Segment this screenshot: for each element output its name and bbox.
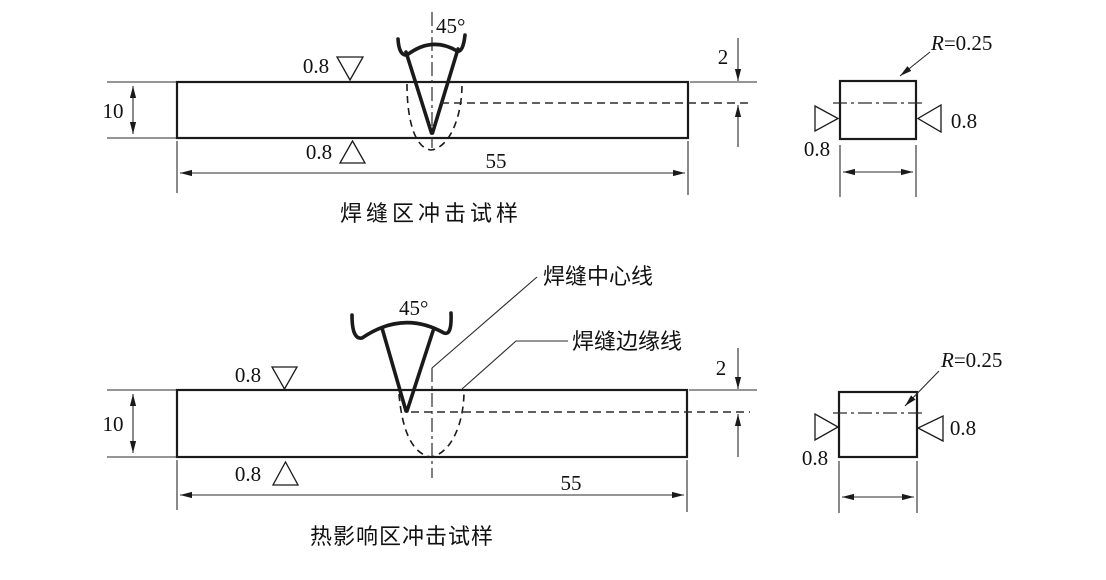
height-dimension-label: 10 (103, 412, 124, 436)
weld-bead-profile (406, 83, 463, 151)
roughness-left-label: 0.8 (802, 446, 828, 470)
roughness-left-triangle-icon (814, 104, 840, 133)
roughness-bottom-triangle-icon (271, 460, 300, 486)
notch-angle-label: 45° (436, 14, 465, 38)
radius-leader (899, 51, 931, 77)
height-extension-lines (107, 81, 176, 139)
height-dimension-label: 10 (103, 99, 124, 123)
roughness-right-triangle-icon (916, 103, 942, 134)
roughness-bottom-label: 0.8 (235, 462, 261, 486)
roughness-bottom-triangle-icon (338, 139, 367, 164)
roughness-right-triangle-icon (916, 414, 944, 443)
roughness-top-triangle-icon (270, 366, 299, 391)
weld-centerline-label: 焊缝中心线 (543, 264, 653, 289)
roughness-top-label: 0.8 (235, 363, 261, 387)
roughness-top-label: 0.8 (303, 54, 329, 78)
haz-cross-section: R=0.25 0.8 0.8 (802, 348, 1002, 513)
notch-angle-arc (396, 33, 467, 57)
radius-leader (904, 370, 940, 407)
section-square (838, 79, 918, 141)
section-width-extension-lines (839, 145, 917, 197)
radius-label: R=0.25 (940, 348, 1002, 372)
roughness-right-label: 0.8 (951, 109, 977, 133)
weld-edge-label: 焊缝边缘线 (572, 329, 682, 354)
roughness-right-label: 0.8 (950, 416, 976, 440)
section-square (837, 390, 919, 459)
height-extension-lines (107, 389, 176, 458)
length-dimension-label: 55 (486, 149, 507, 173)
notch-v-lines (380, 326, 435, 413)
notch-angle-arc (350, 311, 453, 340)
weld-zone-specimen-drawing: 10 0.8 0.8 45° 2 55 焊缝区冲击试样 (103, 12, 757, 226)
haz-caption: 热影响区冲击试样 (310, 524, 494, 549)
depth-dimension-label: 2 (718, 45, 729, 69)
length-extension-lines (176, 460, 688, 512)
roughness-top-triangle-icon (335, 56, 365, 82)
length-dimension-label: 55 (561, 471, 582, 495)
weld-centerline-leader (431, 276, 538, 369)
roughness-left-label: 0.8 (804, 137, 830, 161)
roughness-bottom-label: 0.8 (306, 140, 332, 164)
weld-bead-profile (398, 390, 465, 458)
notch-angle-label: 45° (399, 296, 428, 320)
length-extension-lines (176, 141, 689, 195)
roughness-left-triangle-icon (814, 412, 840, 442)
haz-specimen-drawing: 10 0.8 0.8 45° 2 焊缝中心线 焊缝边缘线 55 热影响区冲 (103, 264, 757, 549)
section-width-extension-lines (838, 461, 918, 513)
weld-edge-leader (461, 340, 568, 390)
radius-label: R=0.25 (930, 31, 992, 55)
weld-zone-cross-section: R=0.25 0.8 0.8 (804, 31, 992, 197)
notch-v-lines (404, 47, 460, 135)
depth-dimension-label: 2 (716, 356, 727, 380)
weld-zone-caption: 焊缝区冲击试样 (340, 201, 522, 226)
